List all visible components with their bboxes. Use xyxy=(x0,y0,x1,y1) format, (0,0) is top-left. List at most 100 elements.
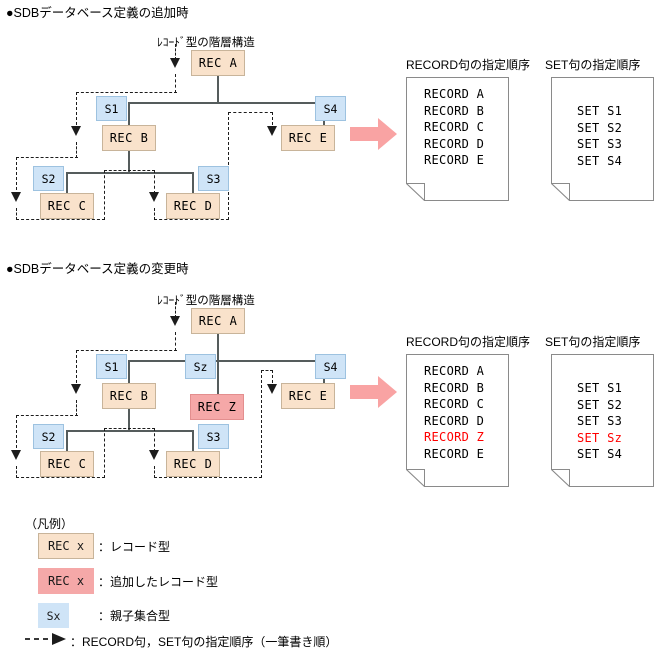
doc-line: RECORD Z xyxy=(424,430,485,444)
section-2-heading: ●SDBデータベース定義の変更時 xyxy=(6,262,189,276)
tree2-dash-mid-right xyxy=(104,428,155,429)
tree1-line-a-stem xyxy=(217,75,219,103)
tree2-line-z-drop xyxy=(217,360,219,394)
tree2-record-c: REC C xyxy=(40,451,94,477)
doc-line: SET S4 xyxy=(577,153,623,168)
tree2-dash-right-up xyxy=(261,370,262,478)
flow-arrow-2-icon xyxy=(350,375,398,414)
tree1-line-b-stem xyxy=(128,150,130,173)
tree2-dash-a-down xyxy=(175,332,176,351)
tree1-dash-bottom2 xyxy=(154,219,229,220)
tree2-line-b-stem xyxy=(128,408,130,431)
tree1-record-c: REC C xyxy=(40,193,94,219)
legend-label-record: ：レコード型 xyxy=(98,540,171,554)
doc1-set-sheet xyxy=(551,77,654,201)
legend-sample-record: REC x xyxy=(38,533,94,559)
tree1-set-s2: S2 xyxy=(33,166,64,191)
legend-label-added-record: ：追加したレコード型 xyxy=(98,575,219,589)
doc-line: RECORD C xyxy=(424,120,485,134)
tree2-set-s3: S3 xyxy=(198,424,229,449)
tree2-set-s4: S4 xyxy=(315,354,346,379)
doc-line: SET Sz xyxy=(577,430,623,445)
doc-line: SET S4 xyxy=(577,447,623,461)
flow-arrow-1-icon xyxy=(350,117,398,156)
tree2-dash-d-down xyxy=(154,428,155,452)
doc-line: RECORD D xyxy=(424,413,485,428)
section-2-hierarchy-label: ﾚｺｰﾄﾞ型の階層構造 xyxy=(157,295,255,307)
doc2-set-sheet xyxy=(551,354,654,487)
tree2-set-s2: S2 xyxy=(33,424,64,449)
legend-sample-added-record: REC x xyxy=(38,568,94,594)
tree1-record-b: REC B xyxy=(102,125,156,151)
tree2-set-s1: S1 xyxy=(96,354,127,379)
tree1-line-b-drop xyxy=(128,102,130,126)
tree2-dash-d-arrow-icon xyxy=(149,450,159,460)
doc2-record-sheet xyxy=(406,354,509,487)
tree1-line-d-drop xyxy=(192,172,194,194)
tree2-line-d-drop xyxy=(192,430,194,452)
tree2-dash-c-down2 xyxy=(16,466,17,478)
doc1-set-title: SET句の指定順序 xyxy=(545,58,641,72)
doc2-record-title: RECORD句の指定順序 xyxy=(406,335,531,349)
tree2-dash-c-arrow-icon xyxy=(11,450,21,460)
tree2-record-z-added: REC Z xyxy=(190,394,244,420)
tree2-set-sz: Sz xyxy=(185,354,216,379)
tree2-dash-e-right xyxy=(261,370,273,371)
tree2-dash-c-down xyxy=(16,415,17,453)
tree2-line-a-stem xyxy=(217,333,219,361)
tree2-dash-s1-down2 xyxy=(76,400,77,416)
legend-sample-set: Sx xyxy=(38,603,69,628)
tree1-dash-entry-arrow-icon xyxy=(170,58,180,68)
doc1-record-sheet xyxy=(406,77,509,201)
tree2-dash-c-left xyxy=(16,415,78,416)
tree1-record-d: REC D xyxy=(166,193,220,219)
tree1-dash-s1-down2 xyxy=(76,142,77,158)
tree1-dash-e-down xyxy=(272,112,273,130)
tree2-record-d: REC D xyxy=(166,451,220,477)
doc-line: RECORD A xyxy=(424,87,485,101)
tree1-dash-a-left xyxy=(76,92,177,93)
doc-line: RECORD D xyxy=(424,136,485,151)
tree2-dash-d-down2 xyxy=(154,466,155,478)
tree2-line-bus xyxy=(128,360,324,362)
tree2-dash-e-down xyxy=(272,370,273,388)
tree2-dash-s1-arrow-icon xyxy=(71,384,81,394)
doc-line: RECORD B xyxy=(424,380,485,395)
doc-line: RECORD E xyxy=(424,153,485,167)
tree1-set-s4: S4 xyxy=(315,96,346,121)
tree2-dash-s1-down xyxy=(76,350,77,388)
doc-line: RECORD B xyxy=(424,103,485,118)
legend-title: （凡例） xyxy=(25,517,74,531)
tree1-dash-a-down xyxy=(175,74,176,93)
tree1-dash-entry-v xyxy=(175,44,176,60)
doc-line: SET S1 xyxy=(577,104,623,118)
tree1-dash-s1-arrow-icon xyxy=(71,126,81,136)
legend-label-set: ：親子集合型 xyxy=(98,609,171,623)
doc2-set-title: SET句の指定順序 xyxy=(545,335,641,349)
tree1-dash-c-down xyxy=(16,157,17,195)
tree1-dash-c-left xyxy=(16,157,78,158)
tree1-record-e: REC E xyxy=(281,125,335,151)
doc-line: RECORD C xyxy=(424,397,485,411)
tree2-dash-bottom1 xyxy=(16,477,105,478)
section-1-hierarchy-label: ﾚｺｰﾄﾞ型の階層構造 xyxy=(157,37,255,49)
tree1-dash-c-arrow-icon xyxy=(11,192,21,202)
legend-sample-dashed-arrow-icon xyxy=(25,632,67,645)
tree2-record-a: REC A xyxy=(191,308,245,334)
tree1-dash-e-arrow-icon xyxy=(267,126,277,136)
legend-label-dashed-arrow: ：RECORD句，SET句の指定順序（一筆書き順） xyxy=(70,635,338,649)
tree1-dash-c-down2 xyxy=(16,208,17,220)
section-1-heading: ●SDBデータベース定義の追加時 xyxy=(6,6,189,20)
tree1-dash-d-down xyxy=(154,170,155,194)
doc-line: SET S3 xyxy=(577,414,623,428)
tree2-dash-bottom2 xyxy=(154,477,262,478)
doc-line: RECORD E xyxy=(424,446,485,461)
doc-line: SET S3 xyxy=(577,137,623,151)
doc1-record-lines: RECORD A RECORD B RECORD C RECORD D RECORD E xyxy=(424,86,484,169)
tree2-dash-mid-up xyxy=(104,428,105,478)
tree2-record-b: REC B xyxy=(102,383,156,409)
